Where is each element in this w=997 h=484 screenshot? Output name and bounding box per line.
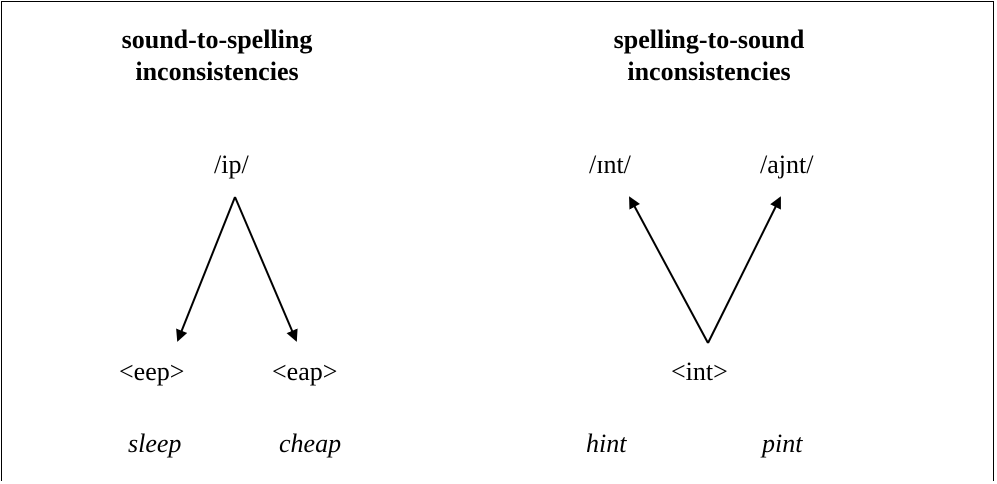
root-pronunciation: /ip/ [214,150,249,179]
example-hint: hint [586,429,627,458]
spelling-eap: <eap> [272,357,338,386]
spelling-to-sound-panel: spelling-to-sound inconsistencies /ɪnt/ … [499,2,995,481]
right-arrows [629,196,781,344]
arrow-ip-to-eap [234,196,298,342]
spelling-to-sound-heading: spelling-to-sound inconsistencies [569,24,849,88]
sound-to-spelling-panel: sound-to-spelling inconsistencies /ip/ <… [2,2,499,481]
left-arrows [176,196,298,342]
heading-line-1: sound-to-spelling [121,25,313,54]
arrow-int-to-ajnt [707,196,781,344]
arrow-int-to-ɪnt [629,196,709,344]
example-sleep: sleep [128,429,182,458]
heading-line-1: spelling-to-sound [613,25,805,54]
pronunciation-ajnt: /ajnt/ [760,150,814,179]
example-pint: pint [762,429,803,458]
example-cheap: cheap [279,429,342,458]
spelling-eep: <eep> [119,357,185,386]
sound-to-spelling-heading: sound-to-spelling inconsistencies [72,24,362,88]
pronunciation-int: /ɪnt/ [589,150,631,179]
arrow-ip-to-eep [176,196,236,342]
spelling-int: <int> [671,357,728,386]
heading-line-2: inconsistencies [135,57,299,86]
heading-line-2: inconsistencies [627,57,791,86]
